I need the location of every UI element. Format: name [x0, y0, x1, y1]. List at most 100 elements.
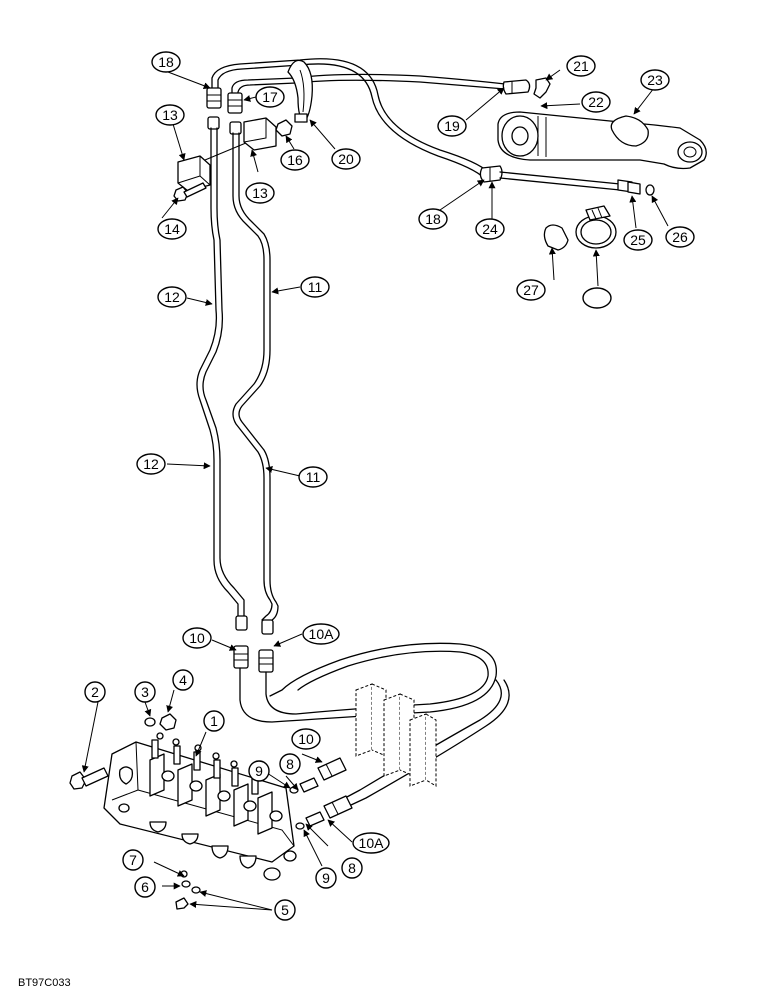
nut-4	[159, 713, 177, 731]
callout-4: 4	[172, 669, 194, 691]
callout-2: 2	[84, 681, 106, 703]
svg-text:9: 9	[255, 763, 263, 779]
fitting-10-upper	[233, 645, 249, 669]
callout-19: 20	[331, 148, 361, 170]
fitting-10-side	[289, 757, 347, 794]
svg-text:18: 18	[158, 54, 174, 70]
callout-10a-side: 10A	[352, 832, 390, 854]
svg-text:10: 10	[189, 630, 205, 646]
svg-text:11: 11	[308, 279, 323, 295]
callout-6: 6	[134, 876, 156, 898]
svg-text:13: 13	[252, 185, 268, 201]
return-hose	[231, 73, 506, 97]
svg-text:1: 1	[210, 713, 218, 729]
svg-text:11: 11	[306, 469, 321, 485]
callout-17-cyl: 18	[418, 208, 448, 230]
callout-9-lower: 9	[315, 867, 337, 889]
callout-10a-upper: 10A	[302, 623, 340, 645]
svg-text:4: 4	[179, 672, 187, 688]
callout-25: 26	[665, 226, 695, 248]
svg-text:12: 12	[164, 289, 180, 305]
svg-text:10: 10	[298, 731, 314, 747]
callout-5: 5	[274, 899, 296, 921]
callout-12-lower: 12	[136, 453, 166, 475]
svg-text:5: 5	[281, 902, 289, 918]
svg-text:10A: 10A	[309, 626, 335, 642]
bracket-13-right	[243, 117, 277, 151]
svg-text:2: 2	[91, 684, 99, 700]
callout-3: 3	[134, 681, 156, 703]
fitting-24	[627, 181, 641, 195]
svg-text:14: 14	[164, 221, 180, 237]
callout-27	[582, 287, 612, 309]
callout-13-bottom: 13	[245, 182, 275, 204]
svg-text:26: 26	[672, 229, 688, 245]
hose-clamp-19	[287, 59, 313, 123]
callout-10-upper: 10	[182, 627, 212, 649]
hydraulic-cylinder-22	[497, 111, 707, 170]
svg-text:8: 8	[348, 860, 356, 876]
callout-11-upper: 11	[300, 276, 330, 298]
tube-12	[196, 127, 245, 619]
svg-text:21: 21	[573, 58, 589, 74]
lower-tube-nuts	[235, 615, 274, 635]
svg-text:24: 24	[482, 221, 498, 237]
svg-text:9: 9	[322, 870, 330, 886]
leader-lines	[81, 69, 669, 911]
tube-11	[232, 132, 279, 625]
svg-text:6: 6	[141, 879, 149, 895]
callout-13-top: 13	[155, 104, 185, 126]
svg-text:18: 18	[425, 211, 441, 227]
callout-11-lower: 11	[298, 466, 328, 488]
document-id: BT97C033	[18, 977, 71, 989]
callout-8-upper: 8	[279, 753, 301, 775]
callout-bubbles: 18 17 13 16 20 13 14 21 22 19 23 18 24 2…	[84, 51, 695, 921]
callout-21: 22	[581, 91, 611, 113]
callout-16: 16	[280, 149, 310, 171]
callout-20: 21	[566, 55, 596, 77]
svg-text:8: 8	[286, 756, 294, 772]
callout-24: 25	[623, 229, 653, 251]
callout-26: 27	[516, 279, 546, 301]
control-valve-body	[103, 732, 297, 881]
washer-3	[144, 717, 156, 727]
svg-text:22: 22	[588, 94, 604, 110]
tube-nuts-top	[207, 116, 242, 135]
svg-text:20: 20	[338, 151, 354, 167]
oring-25	[645, 184, 655, 196]
shim-26	[543, 224, 569, 251]
svg-text:27: 27	[523, 282, 539, 298]
callout-8-lower: 8	[341, 857, 363, 879]
callout-22: 23	[640, 69, 670, 91]
clamp-27	[575, 205, 617, 249]
svg-text:23: 23	[647, 72, 663, 88]
svg-text:3: 3	[141, 684, 149, 700]
fitting-18-top	[206, 87, 222, 109]
svg-text:13: 13	[162, 107, 178, 123]
callout-18-cyl: 19	[437, 115, 467, 137]
fitting-17-top	[227, 92, 243, 114]
bolt-2	[69, 767, 109, 790]
callout-7: 7	[122, 849, 144, 871]
elbow-20	[533, 77, 551, 99]
svg-text:10A: 10A	[359, 835, 385, 851]
fitting-18-cyl	[502, 79, 531, 95]
callout-9-upper: 9	[248, 760, 270, 782]
callout-10-side: 10	[291, 728, 321, 750]
valve-cutaway-ghost	[355, 683, 437, 787]
callout-17-top: 17	[255, 86, 285, 108]
callout-12-upper: 12	[157, 286, 187, 308]
plug-hardware-5-6-7	[175, 870, 201, 910]
fitting-17-cyl	[479, 165, 503, 183]
svg-text:17: 17	[262, 89, 278, 105]
fitting-10a-upper	[258, 649, 274, 673]
hose-23	[499, 171, 640, 193]
upper-hose	[211, 58, 489, 179]
svg-text:16: 16	[287, 152, 303, 168]
svg-text:7: 7	[129, 852, 137, 868]
fitting-10a-side	[295, 795, 353, 830]
callout-14: 14	[157, 218, 187, 240]
nut-16	[275, 119, 293, 137]
callout-18-top: 18	[151, 51, 181, 73]
